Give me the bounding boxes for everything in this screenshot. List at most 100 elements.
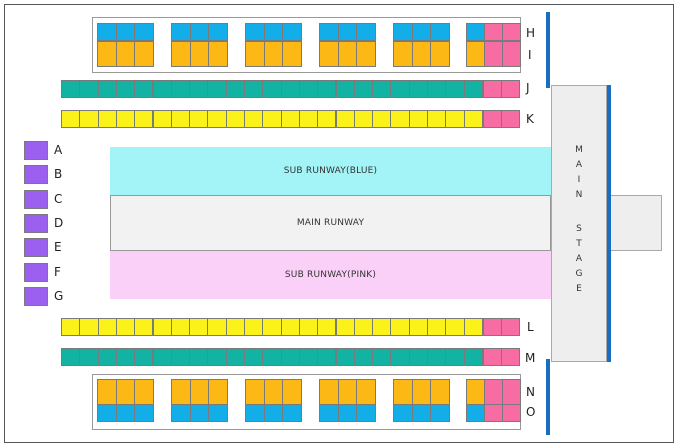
seat-l-pink[interactable] <box>483 318 502 336</box>
side-seat-a[interactable] <box>24 141 48 160</box>
seat-m[interactable] <box>189 348 209 366</box>
seat-m[interactable] <box>280 348 300 366</box>
side-seat-c[interactable] <box>24 189 48 209</box>
seat-i[interactable] <box>189 41 209 67</box>
seat-j[interactable] <box>372 80 392 98</box>
seat-m[interactable] <box>152 348 172 366</box>
seat-m[interactable] <box>225 348 245 366</box>
seat-o[interactable] <box>208 404 228 422</box>
seat-m-pink[interactable] <box>483 348 502 366</box>
seat-n[interactable] <box>356 379 376 405</box>
seat-l[interactable] <box>335 318 355 336</box>
seat-l[interactable] <box>408 318 428 336</box>
seat-k[interactable] <box>244 110 264 128</box>
seat-n[interactable] <box>208 379 228 405</box>
seat-i[interactable] <box>411 41 431 67</box>
seat-m[interactable] <box>244 348 264 366</box>
seat-k[interactable] <box>97 110 117 128</box>
seat-h[interactable] <box>356 23 376 41</box>
seat-m[interactable] <box>79 348 99 366</box>
seat-i[interactable] <box>245 41 265 67</box>
seat-j[interactable] <box>408 80 428 98</box>
seat-n[interactable] <box>245 379 265 405</box>
seat-m[interactable] <box>207 348 227 366</box>
seat-k[interactable] <box>170 110 191 128</box>
seat-k-pink[interactable] <box>483 110 502 128</box>
seat-j[interactable] <box>189 80 209 98</box>
seat-h[interactable] <box>171 23 191 41</box>
seat-k[interactable] <box>152 110 172 128</box>
seat-k[interactable] <box>61 110 81 128</box>
seat-h[interactable] <box>337 23 357 41</box>
seat-o[interactable] <box>393 404 413 422</box>
seat-l[interactable] <box>445 318 465 336</box>
seat-k[interactable] <box>463 110 483 128</box>
seat-n-pink[interactable] <box>502 379 521 405</box>
seat-l[interactable] <box>97 318 117 336</box>
seat-n-pink[interactable] <box>484 379 503 405</box>
seat-i-pink[interactable] <box>484 41 503 67</box>
seat-j[interactable] <box>280 80 300 98</box>
seat-l[interactable] <box>152 318 172 336</box>
seat-m[interactable] <box>115 348 136 366</box>
seat-o[interactable] <box>337 404 357 422</box>
seat-h[interactable] <box>466 23 485 41</box>
seat-j[interactable] <box>463 80 483 98</box>
seat-n[interactable] <box>115 379 135 405</box>
seat-n[interactable] <box>189 379 209 405</box>
seat-i[interactable] <box>134 41 154 67</box>
seat-k[interactable] <box>353 110 374 128</box>
seat-i[interactable] <box>263 41 283 67</box>
seat-j-pink[interactable] <box>501 80 520 98</box>
seat-l[interactable] <box>207 318 227 336</box>
seat-m[interactable] <box>262 348 282 366</box>
seat-i[interactable] <box>466 41 485 67</box>
seat-l[interactable] <box>298 318 319 336</box>
side-seat-e[interactable] <box>24 238 48 258</box>
seat-j[interactable] <box>134 80 154 98</box>
seat-n[interactable] <box>319 379 339 405</box>
seat-i[interactable] <box>115 41 135 67</box>
seat-o-pink[interactable] <box>502 404 521 422</box>
seat-o[interactable] <box>189 404 209 422</box>
seat-h[interactable] <box>97 23 117 41</box>
seat-m[interactable] <box>408 348 428 366</box>
seat-j[interactable] <box>207 80 227 98</box>
seat-l[interactable] <box>372 318 392 336</box>
seat-k[interactable] <box>427 110 447 128</box>
side-seat-b[interactable] <box>24 165 48 185</box>
seat-h[interactable] <box>282 23 302 41</box>
seat-j[interactable] <box>170 80 191 98</box>
seat-m[interactable] <box>427 348 447 366</box>
seat-i[interactable] <box>171 41 191 67</box>
seat-k[interactable] <box>189 110 209 128</box>
seat-o[interactable] <box>97 404 117 422</box>
side-seat-d[interactable] <box>24 213 48 233</box>
seat-j[interactable] <box>79 80 99 98</box>
seat-n[interactable] <box>171 379 191 405</box>
seat-h[interactable] <box>263 23 283 41</box>
seat-j[interactable] <box>97 80 117 98</box>
seat-k[interactable] <box>372 110 392 128</box>
seat-k[interactable] <box>445 110 465 128</box>
seat-k[interactable] <box>134 110 154 128</box>
seat-o[interactable] <box>134 404 154 422</box>
seat-l-pink[interactable] <box>501 318 520 336</box>
seat-j[interactable] <box>298 80 319 98</box>
seat-l[interactable] <box>390 318 410 336</box>
seat-m[interactable] <box>390 348 410 366</box>
seat-m[interactable] <box>353 348 374 366</box>
seat-j[interactable] <box>225 80 245 98</box>
seat-l[interactable] <box>61 318 81 336</box>
seat-o[interactable] <box>319 404 339 422</box>
seat-m[interactable] <box>298 348 319 366</box>
seat-n[interactable] <box>337 379 357 405</box>
seat-m[interactable] <box>170 348 191 366</box>
seat-l[interactable] <box>170 318 191 336</box>
seat-j[interactable] <box>427 80 447 98</box>
seat-h-pink[interactable] <box>502 23 521 41</box>
seat-o[interactable] <box>356 404 376 422</box>
seat-o-pink[interactable] <box>484 404 503 422</box>
seat-n[interactable] <box>97 379 117 405</box>
seat-n[interactable] <box>466 379 485 405</box>
